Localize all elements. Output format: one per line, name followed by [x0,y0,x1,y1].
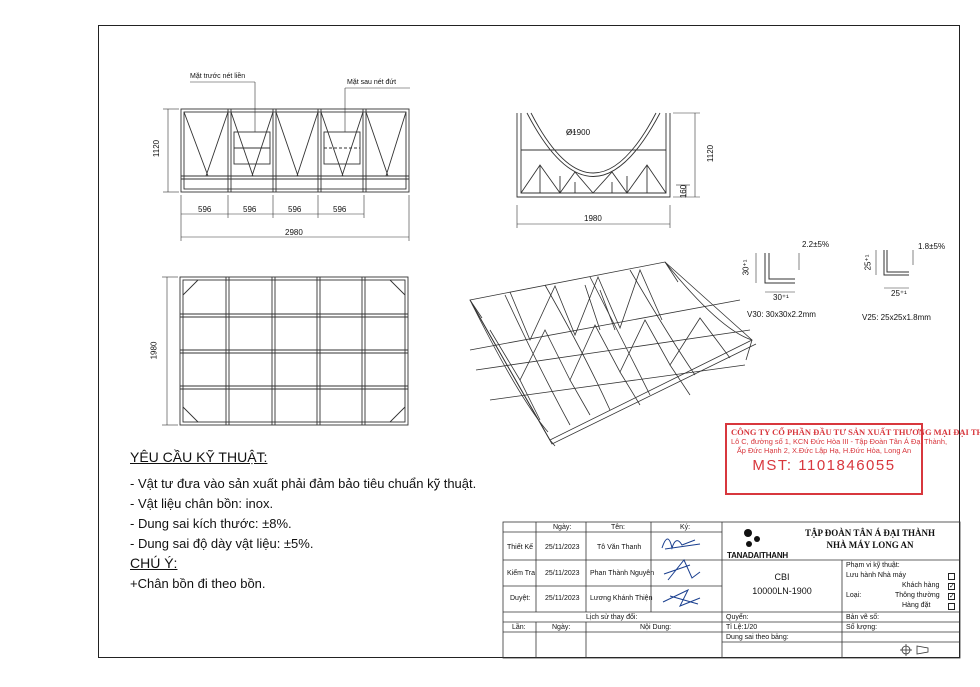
tb-name: Phan Thành Nguyên [590,570,655,577]
stamp-address-2: Ấp Đức Hạnh 2, X.Đức Lập Hạ, H.Đức Hòa, … [736,446,912,455]
tb-quantity: Số lượng: [846,624,878,631]
v30-side-dim: 30⁺¹ [741,259,751,276]
plan-view [162,276,409,426]
dim-plan-width: 1980 [149,341,159,360]
tb-role: Thiết Kế [507,544,534,551]
requirement-item: - Vật tư đưa vào sản xuất phải đảm bảo t… [130,476,477,491]
note-title: CHÚ Ý: [130,555,178,571]
note-text: +Chân bồn đi theo bồn. [130,576,266,591]
tb-history: Lịch sử thay đổi: [586,614,638,621]
dim-side-foot: 160 [679,184,689,199]
dim-front-height: 1120 [152,139,162,158]
profile-v25 [875,250,914,289]
tb-product-code: CBI [774,572,790,582]
requirement-item: - Vật liệu chân bồn: inox. [130,496,274,511]
checkbox-normal: ✓ [948,593,955,600]
tb-scale: Tỉ Lệ:1/20 [726,624,758,631]
tb-scope-customer: Khách hàng [902,582,940,589]
tb-type-normal: Thông thường [895,592,940,599]
v25-bottom-dim: 25⁺¹ [891,289,907,298]
tb-name: Tô Văn Thanh [597,544,642,551]
side-elevation [516,112,700,228]
tb-factory-name: NHÀ MÁY LONG AN [826,540,914,550]
dim-seg2: 596 [243,205,257,214]
dim-seg1: 596 [198,205,212,214]
checkbox-factory [948,573,955,580]
signatures [661,538,701,607]
requirement-item: - Dung sai độ dày vật liệu: ±5%. [130,536,314,551]
v25-thickness: 1.8±5% [918,242,946,251]
v25-caption: V25: 25x25x1.8mm [862,313,931,322]
tb-type-label: Loại: [846,592,862,599]
tb-name: Lương Khánh Thiện [590,595,653,602]
tb-role: Duyệt: [510,595,531,602]
tb-date: 25/11/2023 [545,544,580,551]
tb-scope-factory: Lưu hành Nhà máy [846,572,906,579]
tb-header-name: Tên: [611,524,626,531]
label-diameter: Ø1900 [566,128,591,137]
dim-side-height: 1120 [706,144,716,163]
dim-seg4: 596 [333,205,347,214]
label-back-dashed: Mặt sau nét đứt [347,79,397,86]
drawing-frame [98,25,960,658]
v25-side-dim: 25⁺¹ [863,254,873,271]
checkbox-custom [948,603,955,610]
tb-group-name: TẬP ĐOÀN TÂN Á ĐẠI THÀNH [805,528,935,538]
tb-rev-date: Ngày: [552,624,571,631]
tb-tolerance: Dung sai theo bảng: [726,634,789,641]
label-front-solid: Mặt trước nét liền [190,73,246,80]
v30-caption: V30: 30x30x2.2mm [747,310,816,319]
tb-rev: Lần: [512,624,526,631]
tb-content: Nội Dung: [640,624,672,631]
v30-bottom-dim: 30⁺¹ [773,293,789,302]
tb-date: 25/11/2023 [545,595,580,602]
company-stamp: CÔNG TY CỔ PHẦN ĐẦU TƯ SẢN XUẤT THƯƠNG M… [725,423,980,495]
requirement-item: - Dung sai kích thước: ±8%. [130,516,292,531]
dim-overall-length: 2980 [285,228,303,237]
checkbox-customer: ✓ [948,583,955,590]
tb-header-sign: Ký: [680,524,691,531]
tb-date: 25/11/2023 [545,570,580,577]
tb-version: Quyển: [726,614,749,621]
tb-product-model: 10000LN-1900 [752,586,812,596]
title-block-grid [502,521,961,659]
tb-role: Kiểm Tra [507,570,536,577]
dim-seg3: 596 [288,205,302,214]
isometric-view [469,261,757,447]
company-logo-text: TANADAITHANH [727,551,788,560]
tb-scope-title: Phạm vi kỹ thuật: [846,562,900,569]
stamp-address-1: Lô C, đường số 1, KCN Đức Hòa III - Tập … [731,437,948,446]
requirements-title: YÊU CẦU KỸ THUẬT: [130,449,268,465]
company-logo-mark [744,529,760,547]
dim-side-width: 1980 [584,214,602,223]
tb-header-date: Ngày: [553,524,572,531]
tb-sheet-no: Bản vẽ số: [846,614,880,621]
tb-type-custom: Hàng đặt [902,602,931,609]
stamp-tax-code: MST: 1101846055 [752,457,896,474]
profile-v30 [755,253,800,293]
stamp-company: CÔNG TY CỔ PHẦN ĐẦU TƯ SẢN XUẤT THƯƠNG M… [731,427,980,437]
projection-symbol [900,644,929,656]
v30-thickness: 2.2±5% [802,240,830,249]
front-elevation [163,81,410,241]
